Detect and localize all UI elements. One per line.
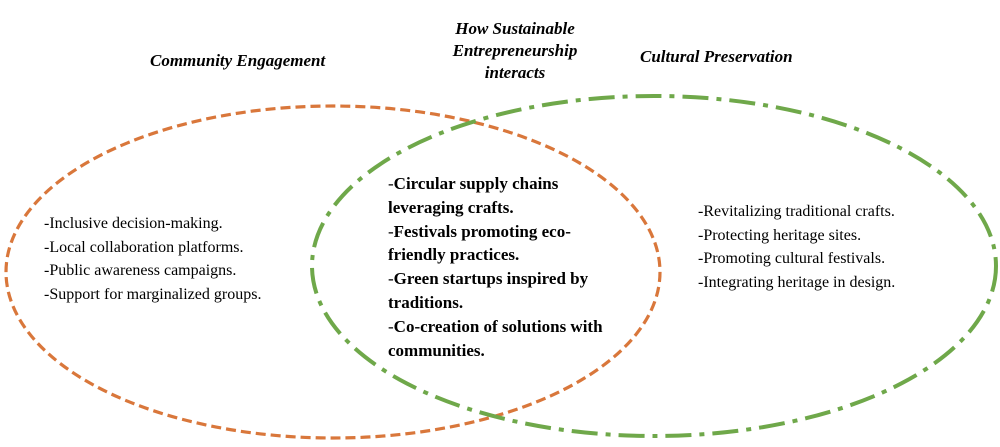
list-item: -Co-creation of solutions with communiti… [388, 315, 603, 363]
list-item-line: leveraging crafts. [388, 197, 514, 217]
community-engagement-ellipse [4, 104, 662, 440]
interaction-heading-line-2: Entrepreneurship [452, 41, 578, 60]
list-item-line: friendly practices. [388, 245, 520, 265]
list-item-dash: - [388, 221, 394, 241]
list-item-line: -Co-creation of solutions with [388, 315, 603, 339]
list-item: -Circular supply chains leveraging craft… [388, 172, 603, 220]
interaction-heading-line-3: interacts [484, 63, 546, 82]
list-item-dash: - [388, 316, 394, 336]
community-engagement-heading: Community Engagement [150, 51, 326, 70]
list-item: -Revitalizing traditional crafts. [698, 203, 895, 220]
interaction-heading-line-1: How Sustainable [455, 19, 575, 38]
list-item: -Integrating heritage in design. [698, 273, 896, 291]
list-item: -Festivals promoting eco- friendly pract… [388, 220, 603, 268]
cultural-preservation-ellipse [310, 94, 998, 438]
list-item: -Green startups inspired by traditions. [388, 267, 603, 315]
list-item-text: Green startups inspired by [393, 269, 589, 289]
community-engagement-list: -Inclusive decision-making. -Local colla… [44, 212, 261, 306]
cultural-preservation-heading: Cultural Preservation [640, 47, 793, 66]
list-item: -Support for marginalized groups. [44, 285, 262, 303]
list-item: -Inclusive decision-making. [44, 215, 223, 232]
list-item: -Local collaboration platforms. [44, 238, 244, 256]
list-item: -Public awareness campaigns. [44, 262, 237, 279]
list-item: -Protecting heritage sites. [698, 226, 862, 244]
list-item-text: Co-creation of solutions with [393, 316, 603, 336]
interaction-heading: How Sustainable Entrepreneurship interac… [400, 18, 630, 84]
list-item-text: Festivals promoting eco- [393, 221, 571, 241]
list-item-text: Circular supply chains [393, 174, 559, 193]
list-item-line: -Circular supply chains [388, 172, 603, 196]
overlap-list: -Circular supply chains leveraging craft… [388, 172, 603, 362]
list-item-dash: - [388, 174, 394, 193]
list-item-line: -Green startups inspired by [388, 267, 603, 291]
list-item-line: -Festivals promoting eco- [388, 220, 603, 244]
list-item: -Promoting cultural festivals. [698, 250, 886, 267]
list-item-line: traditions. [388, 292, 464, 312]
list-item-line: communities. [388, 340, 485, 360]
list-item-dash: - [388, 269, 394, 289]
cultural-preservation-list: -Revitalizing traditional crafts. -Prote… [698, 200, 895, 294]
